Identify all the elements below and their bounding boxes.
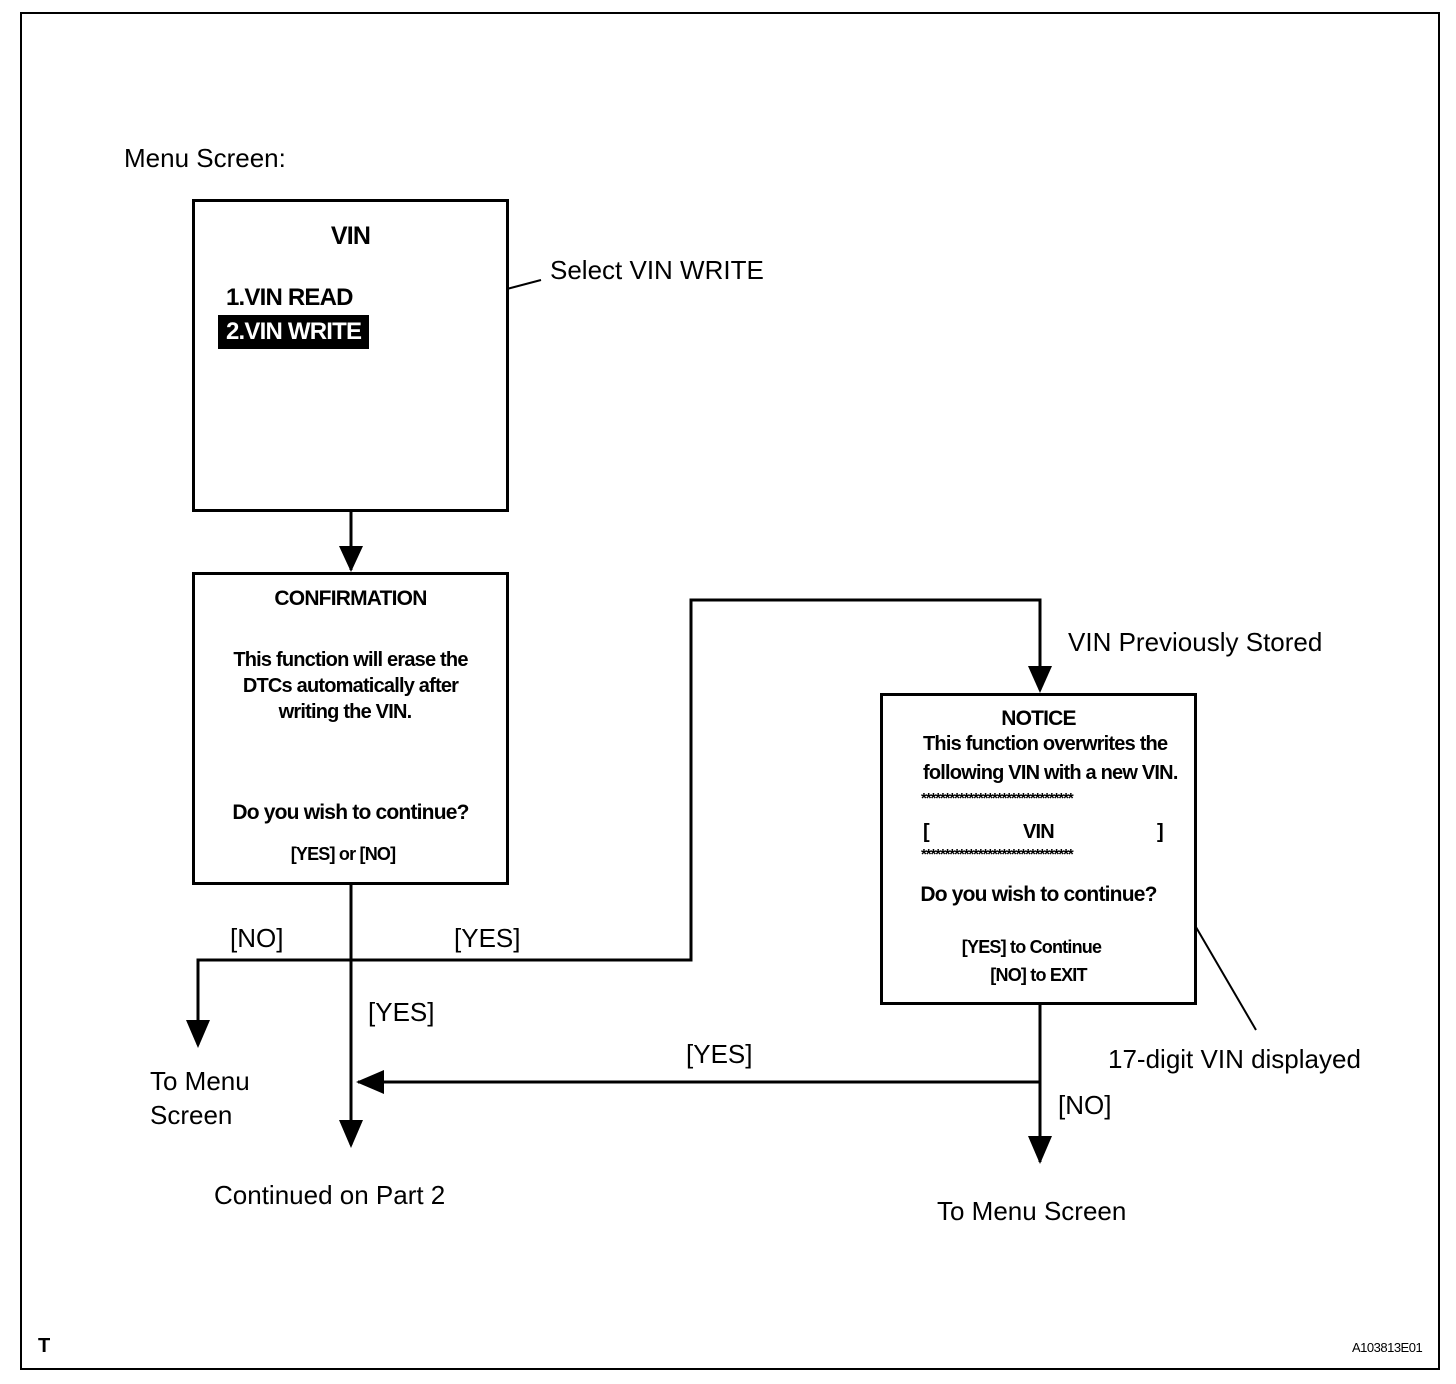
footer-left-mark: T — [38, 1335, 50, 1357]
label-no-notice: [NO] — [1058, 1090, 1112, 1120]
label-vin-previously-stored: VIN Previously Stored — [1068, 627, 1323, 657]
confirmation-line-1: This function will erase the — [233, 649, 468, 671]
label-17-digit-vin: 17-digit VIN displayed — [1108, 1044, 1361, 1074]
confirmation-options[interactable]: [YES] or [NO] — [290, 844, 396, 864]
figure-id: A103813E01 — [1352, 1340, 1423, 1355]
menu-item-vin-write[interactable]: 2.VIN WRITE — [218, 315, 370, 349]
notice-stars-bottom: ******************************** — [921, 846, 1074, 863]
vin-menu-box: VIN 1.VIN READ 2.VIN WRITE — [192, 199, 509, 512]
diagram-frame — [20, 12, 1440, 1370]
confirmation-box: CONFIRMATION This function will erase th… — [192, 572, 509, 885]
label-to-menu-line-1: To Menu — [150, 1066, 250, 1096]
label-yes-down: [YES] — [368, 997, 435, 1027]
notice-bracket-right: ] — [1157, 821, 1164, 843]
menu-screen-label: Menu Screen: — [124, 143, 286, 173]
confirmation-question: Do you wish to continue? — [232, 801, 469, 824]
confirmation-title: CONFIRMATION — [274, 587, 427, 610]
notice-bracket-left: [ — [923, 821, 930, 843]
arrowhead-yes-return — [356, 1070, 384, 1094]
confirmation-line-2: DTCs automatically after — [242, 675, 459, 697]
notice-line-2: following VIN with a new VIN. — [923, 762, 1178, 784]
callout-select-vin-write: Select VIN WRITE — [550, 255, 764, 285]
notice-line-1: This function overwrites the — [923, 733, 1168, 755]
arrowhead-continued — [339, 1120, 363, 1148]
label-continued-part-2: Continued on Part 2 — [214, 1180, 446, 1210]
arrowhead-to-menu — [186, 1020, 210, 1048]
vin-box-title: VIN — [330, 222, 371, 250]
notice-stars-top: ******************************** — [921, 790, 1074, 807]
notice-box: NOTICE This function overwrites the foll… — [880, 693, 1197, 1005]
label-yes-branch: [YES] — [454, 923, 521, 953]
line-yes-no-branch — [196, 598, 1042, 1045]
label-to-menu-screen: To Menu Screen — [937, 1196, 1127, 1226]
arrowhead-to-menu-screen — [1028, 1136, 1052, 1164]
confirmation-line-3: writing the VIN. — [278, 701, 413, 723]
arrowhead-notice — [1028, 666, 1052, 693]
arrowhead-confirmation — [339, 546, 363, 572]
label-to-menu-line-2: Screen — [150, 1100, 233, 1130]
label-yes-return: [YES] — [686, 1039, 753, 1069]
notice-title: NOTICE — [1001, 707, 1076, 730]
label-no-left: [NO] — [230, 923, 284, 953]
notice-yes-option[interactable]: [YES] to Continue — [961, 937, 1102, 957]
notice-question: Do you wish to continue? — [920, 883, 1157, 906]
notice-vin-value: VIN — [1023, 821, 1055, 843]
menu-item-vin-read[interactable]: 1.VIN READ — [226, 284, 354, 311]
notice-no-option[interactable]: [NO] to EXIT — [990, 965, 1087, 985]
